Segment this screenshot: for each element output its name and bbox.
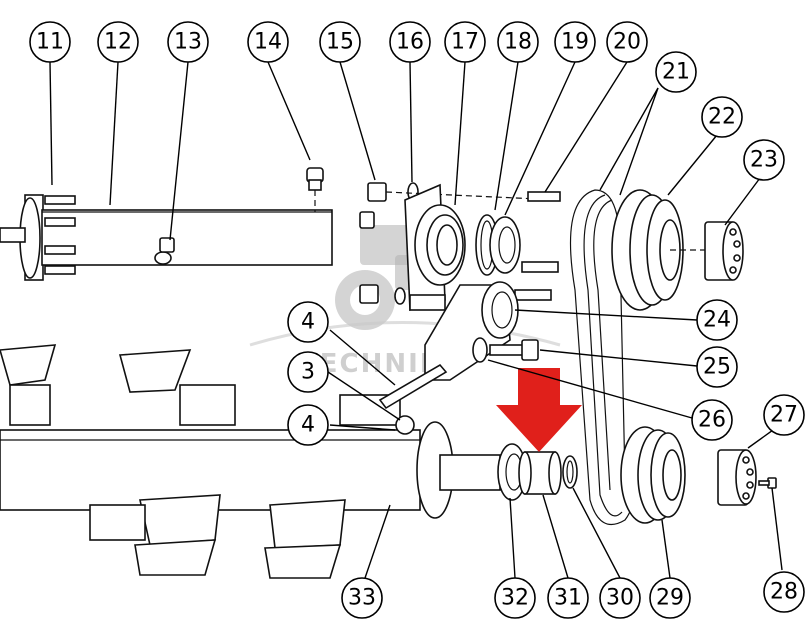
callout-17: 17 — [444, 21, 486, 63]
callout-3: 3 — [287, 351, 329, 393]
callout-14: 14 — [247, 21, 289, 63]
callout-label: 32 — [501, 586, 529, 611]
callout-21: 21 — [655, 51, 697, 93]
callout-label: 13 — [174, 30, 202, 55]
spacer-19 — [489, 216, 521, 274]
callout-4-lower: 4 — [287, 404, 329, 446]
callout-label: 14 — [254, 30, 282, 55]
callout-label: 27 — [770, 403, 798, 428]
ring-30 — [562, 455, 578, 489]
callout-label: 19 — [561, 30, 589, 55]
callout-18: 18 — [497, 21, 539, 63]
callout-label: 15 — [326, 30, 354, 55]
callout-11: 11 — [29, 21, 71, 63]
callout-label: 20 — [613, 30, 641, 55]
callout-31: 31 — [547, 577, 589, 619]
bracket-24 — [424, 281, 519, 381]
callout-label: 31 — [554, 586, 582, 611]
upper-pulley-22 — [611, 189, 720, 311]
callout-25: 25 — [696, 346, 738, 388]
callout-12: 12 — [97, 21, 139, 63]
red-down-arrow — [496, 368, 582, 452]
callout-label: 33 — [348, 586, 376, 611]
lower-pulley-29 — [620, 426, 686, 524]
callout-label: 25 — [703, 355, 731, 380]
callout-20: 20 — [606, 21, 648, 63]
bolt-25 — [472, 337, 539, 363]
callout-33: 33 — [341, 577, 383, 619]
callout-23: 23 — [743, 139, 785, 181]
linkage-3 — [378, 363, 448, 435]
callout-26: 26 — [691, 399, 733, 441]
callout-label: 17 — [451, 30, 479, 55]
bolt-28 — [758, 477, 777, 489]
callout-label: 4 — [301, 310, 315, 335]
callout-15: 15 — [319, 21, 361, 63]
rotor-shaft-33 — [0, 344, 501, 579]
callout-label: 18 — [504, 30, 532, 55]
callout-label: 21 — [662, 60, 690, 85]
callout-13: 13 — [167, 21, 209, 63]
callout-27: 27 — [763, 394, 805, 436]
bearing-32 — [497, 443, 527, 501]
callout-label: 3 — [301, 360, 315, 385]
callout-28: 28 — [763, 571, 805, 613]
callout-label: 16 — [396, 30, 424, 55]
grease-fitting-14 — [306, 167, 324, 212]
bushing-31 — [518, 451, 562, 495]
callout-label: 22 — [708, 105, 736, 130]
callout-29: 29 — [649, 577, 691, 619]
upper-shaft — [0, 194, 333, 281]
callout-label: 28 — [770, 580, 798, 605]
callout-30: 30 — [599, 577, 641, 619]
callout-label: 29 — [656, 586, 684, 611]
callout-19: 19 — [554, 21, 596, 63]
callout-label: 30 — [606, 586, 634, 611]
callout-label: 11 — [36, 30, 64, 55]
callout-label: 23 — [750, 148, 778, 173]
leader-lines — [49, 61, 783, 579]
callout-label: 4 — [301, 413, 315, 438]
bearing-housing-17 — [404, 183, 466, 312]
callout-label: 24 — [703, 308, 731, 333]
callout-4-upper: 4 — [287, 301, 329, 343]
callout-24: 24 — [696, 299, 738, 341]
callout-22: 22 — [701, 96, 743, 138]
callout-label: 26 — [698, 408, 726, 433]
bolts-20 — [514, 191, 561, 301]
callout-16: 16 — [389, 21, 431, 63]
taper-lock-23 — [704, 221, 744, 281]
taper-lock-27 — [717, 449, 757, 506]
callout-32: 32 — [494, 577, 536, 619]
callout-label: 12 — [104, 30, 132, 55]
